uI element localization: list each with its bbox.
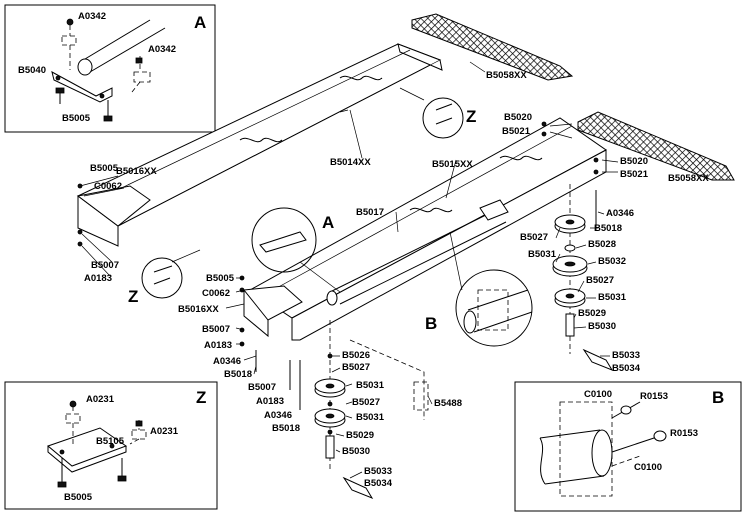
label-b5021-top: B5021 [502, 126, 531, 137]
inset-z-frame [4, 381, 218, 510]
label-b5031-right-2: B5031 [598, 292, 627, 303]
label-b5027-center-1: B5027 [342, 362, 370, 373]
label-b5034-center: B5034 [364, 478, 393, 489]
ramp-upper [76, 43, 443, 247]
label-b5027-right-1: B5027 [520, 232, 548, 243]
label-c0062-center: C0062 [202, 288, 230, 299]
detail-callouts: Z A B Z [128, 87, 533, 347]
callout-a: A [322, 213, 334, 232]
label-b5031-center-1: B5031 [356, 380, 385, 391]
label-a0346-center: A0346 [213, 356, 241, 367]
label-b5020-right: B5020 [620, 156, 648, 167]
label-b5028: B5028 [588, 239, 616, 250]
part-labels: B5058XX B5014XX B5005 B5016XX C0062 B500… [84, 70, 709, 489]
label-b5026: B5026 [342, 350, 370, 361]
callout-z-lower: Z [128, 287, 138, 306]
label-a0231-top: A0231 [86, 394, 115, 405]
callout-z-upper: Z [466, 107, 476, 126]
label-a0342-top: A0342 [78, 11, 106, 22]
label-b5027-center-2: B5027 [352, 397, 380, 408]
label-b5005-left: B5005 [90, 163, 119, 174]
label-b5032: B5032 [598, 256, 626, 267]
inset-b: B C0100 R0153 R0153 C0100 [514, 381, 742, 512]
label-b5007-lower: B5007 [248, 382, 276, 393]
inset-a-letter: A [194, 13, 206, 32]
label-b5021-right: B5021 [620, 169, 649, 180]
ramp-lower [243, 117, 607, 341]
label-b5005-inset-z: B5005 [64, 492, 93, 503]
inset-z-letter: Z [196, 388, 206, 407]
label-b5005-center: B5005 [206, 273, 235, 284]
callout-b: B [425, 314, 437, 333]
label-a0346-right: A0346 [606, 208, 634, 219]
label-b5027-right-2: B5027 [586, 275, 614, 286]
label-a0183-center: A0183 [204, 340, 232, 351]
label-a0346-lower: A0346 [264, 410, 292, 421]
leader-lines [79, 61, 619, 479]
label-b5033-right: B5033 [612, 350, 640, 361]
inset-b-frame [514, 381, 742, 512]
label-b5029-center: B5029 [346, 430, 374, 441]
inset-z: Z A0231 A0231 B5105 B5005 [4, 381, 218, 510]
label-b5018-right: B5018 [594, 223, 622, 234]
label-b5020-top: B5020 [504, 112, 532, 123]
label-b5018-center: B5018 [224, 369, 252, 380]
label-c0100-bottom: C0100 [634, 462, 662, 473]
label-b5016xx-left: B5016XX [116, 166, 157, 177]
label-b5031-center-2: B5031 [356, 412, 385, 423]
label-b5030-right: B5030 [588, 321, 616, 332]
inset-a-frame [4, 4, 216, 133]
label-b5058xx-top: B5058XX [486, 70, 527, 81]
label-r0153-right: R0153 [670, 428, 698, 439]
label-a0183-lower: A0183 [256, 396, 284, 407]
label-b5033-center: B5033 [364, 466, 392, 477]
label-r0153-top: R0153 [640, 391, 668, 402]
pulley-stack-right [552, 184, 614, 372]
inset-a: A A0342 A0342 B5040 B5005 [4, 4, 216, 133]
label-b5005-inset-a: B5005 [62, 113, 91, 124]
mesh-ramp-top [411, 13, 574, 81]
label-c0100-top: C0100 [584, 389, 612, 400]
label-a0183-left: A0183 [84, 273, 112, 284]
pulley-stack-center [314, 320, 429, 500]
label-c0062-left: C0062 [94, 181, 122, 192]
label-b5040: B5040 [18, 65, 46, 76]
label-b5030-center: B5030 [342, 446, 370, 457]
label-a0342-right: A0342 [148, 44, 176, 55]
label-b5029-right: B5029 [578, 308, 606, 319]
label-b5016xx-center: B5016XX [178, 304, 219, 315]
inset-b-letter: B [712, 388, 724, 407]
label-a0231-right: A0231 [150, 426, 179, 437]
hardware-dots [77, 121, 599, 435]
label-b5031-right-1: B5031 [528, 249, 557, 260]
label-b5017: B5017 [356, 207, 384, 218]
label-b5007-left: B5007 [91, 260, 119, 271]
label-b5018-lower: B5018 [272, 423, 300, 434]
label-b5015xx: B5015XX [432, 159, 473, 170]
label-b5014xx: B5014XX [330, 157, 371, 168]
label-b5058xx-right: B5058XX [668, 173, 709, 184]
label-b5007-center: B5007 [202, 324, 230, 335]
label-b5488: B5488 [434, 398, 462, 409]
label-b5034-right: B5034 [612, 363, 641, 374]
label-b5105: B5105 [96, 436, 125, 447]
